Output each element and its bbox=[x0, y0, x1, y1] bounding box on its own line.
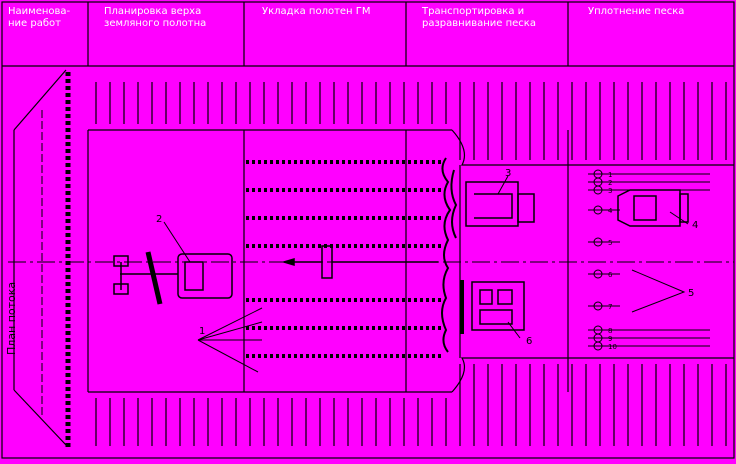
pass-marker bbox=[593, 269, 603, 279]
pass-number: 5 bbox=[608, 239, 612, 247]
header-works-name: Наименова- ние работ bbox=[8, 6, 70, 30]
leader-lines bbox=[163, 175, 689, 373]
callout-dump-truck: 3 bbox=[505, 168, 511, 179]
pass-marker bbox=[593, 237, 603, 247]
header-col1-line2: ние работ bbox=[8, 18, 61, 29]
pass-number: 10 bbox=[608, 343, 617, 351]
callout-grader: 2 bbox=[156, 214, 162, 225]
pass-number: 1 bbox=[608, 171, 612, 179]
pass-marker bbox=[593, 205, 603, 215]
edge-ticks bbox=[95, 82, 727, 446]
header-col1-line1: Наименова- bbox=[8, 6, 71, 17]
header-col2-line2: земляного полотна bbox=[104, 18, 207, 29]
callout-roller: 4 bbox=[692, 220, 698, 231]
pass-number: 4 bbox=[608, 207, 613, 215]
header-compaction: Уплотнение песка bbox=[588, 6, 684, 18]
header-grading: Планировка верха земляного полотна bbox=[104, 6, 206, 30]
callout-geomembrane: 1 bbox=[199, 326, 205, 337]
geomembrane-strips bbox=[246, 160, 444, 358]
work-zone-bounds bbox=[87, 129, 734, 393]
header-laying: Укладка полотен ГМ bbox=[262, 6, 371, 18]
pass-marker bbox=[593, 341, 603, 351]
grader-machine bbox=[113, 251, 233, 305]
header-col3-line1: Укладка полотен ГМ bbox=[262, 6, 371, 17]
header-transport: Транспортировка и разравнивание песка bbox=[422, 6, 536, 30]
pass-number: 9 bbox=[608, 335, 612, 343]
embankment-left bbox=[13, 69, 71, 448]
callout-roller-passes: 5 bbox=[688, 288, 694, 299]
pass-marker bbox=[593, 185, 603, 195]
callout-bulldozer: 6 bbox=[526, 336, 532, 347]
pass-number: 3 bbox=[608, 187, 612, 195]
dump-truck bbox=[465, 181, 535, 227]
header-col4-line2: разравнивание песка bbox=[422, 18, 536, 29]
side-label: План потока bbox=[5, 281, 18, 355]
header-col4-line1: Транспортировка и bbox=[422, 6, 525, 17]
header-col2-line1: Планировка верха bbox=[104, 6, 202, 17]
pass-number: 2 bbox=[608, 179, 612, 187]
sand-heaps bbox=[441, 157, 458, 353]
pass-number: 8 bbox=[608, 327, 612, 335]
pass-number: 6 bbox=[608, 271, 613, 279]
bulldozer bbox=[460, 280, 525, 334]
compaction-roller bbox=[617, 189, 689, 227]
pass-number: 7 bbox=[608, 303, 612, 311]
strip-roll bbox=[281, 245, 438, 279]
pass-marker bbox=[593, 301, 603, 311]
header-col5-line1: Уплотнение песка bbox=[588, 6, 685, 17]
